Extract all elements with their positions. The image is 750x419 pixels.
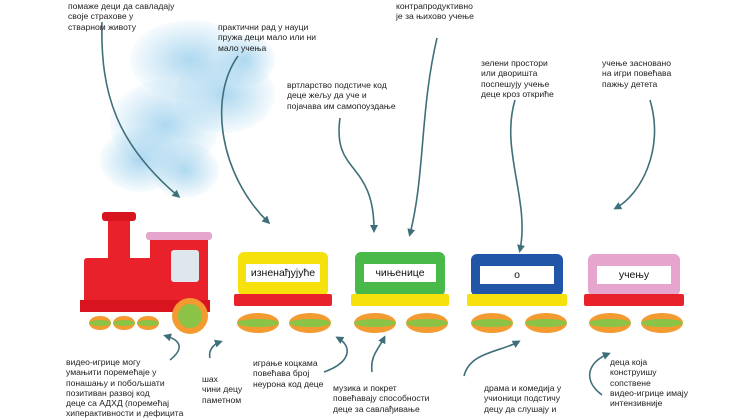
arrow-4 [407, 37, 438, 237]
note-bottom-4: музика и покрет повећавају способности д… [333, 383, 430, 414]
engine-window [171, 250, 199, 282]
note-bottom-6: деца која конструишу сопствене видео-игр… [610, 357, 689, 409]
arrow-9 [323, 336, 348, 373]
note-bottom-1: видео-игрице могу умањити поремећаје у п… [66, 357, 184, 419]
note-top-4: вртларство подстиче код деце жељу да уче… [287, 80, 396, 111]
arrow-11 [463, 340, 521, 377]
locomotive [80, 212, 212, 334]
wagon-wheel [525, 313, 567, 333]
wagon-wheel [406, 313, 448, 333]
wagon-wheel [237, 313, 279, 333]
arrow-7 [163, 333, 180, 361]
wagon-wheels [237, 313, 683, 333]
note-bottom-5: драма и комедија у учионици подстичу дец… [484, 383, 562, 414]
note-bottom-2: шах чини децу паметном [202, 374, 243, 405]
wagon-label-3: о [480, 266, 554, 284]
note-top-3: контрапродуктивно је за њихово учење [396, 1, 474, 22]
arrow-2 [220, 55, 271, 225]
wagon-label-2: чињенице [364, 264, 436, 282]
wagon-label-1: изненађујуће [246, 264, 320, 282]
arrow-6 [613, 99, 656, 210]
note-top-5: зелени простори или дворишта поспешују у… [481, 58, 554, 99]
steam-cloud [100, 20, 275, 198]
wagon-wheel [471, 313, 513, 333]
engine-boiler [84, 258, 162, 312]
wagon-1 [234, 252, 332, 306]
note-top-2: практични рад у науци пружа деци мало ил… [218, 22, 317, 53]
smokestack [108, 218, 130, 258]
wagon-wheel [354, 313, 396, 333]
engine-small-wheels [89, 316, 159, 330]
arrow-12 [588, 352, 611, 396]
arrow-3 [338, 117, 378, 233]
wagon-label-4: учењу [597, 266, 671, 284]
arrows [101, 21, 656, 396]
wagon-wheel [589, 313, 631, 333]
arrow-10 [370, 335, 386, 373]
note-top-1: помаже деци да савладају своје страхове … [68, 1, 175, 32]
note-top-6: учење засновано на игри повећава пажњу д… [602, 58, 672, 89]
note-bottom-3: играње коцкама повећава број неурона код… [253, 358, 324, 389]
arrow-8 [208, 339, 223, 359]
wagon-wheel [289, 313, 331, 333]
arrow-1 [101, 21, 181, 198]
arrow-5 [509, 99, 525, 253]
wagon-wheel [641, 313, 683, 333]
